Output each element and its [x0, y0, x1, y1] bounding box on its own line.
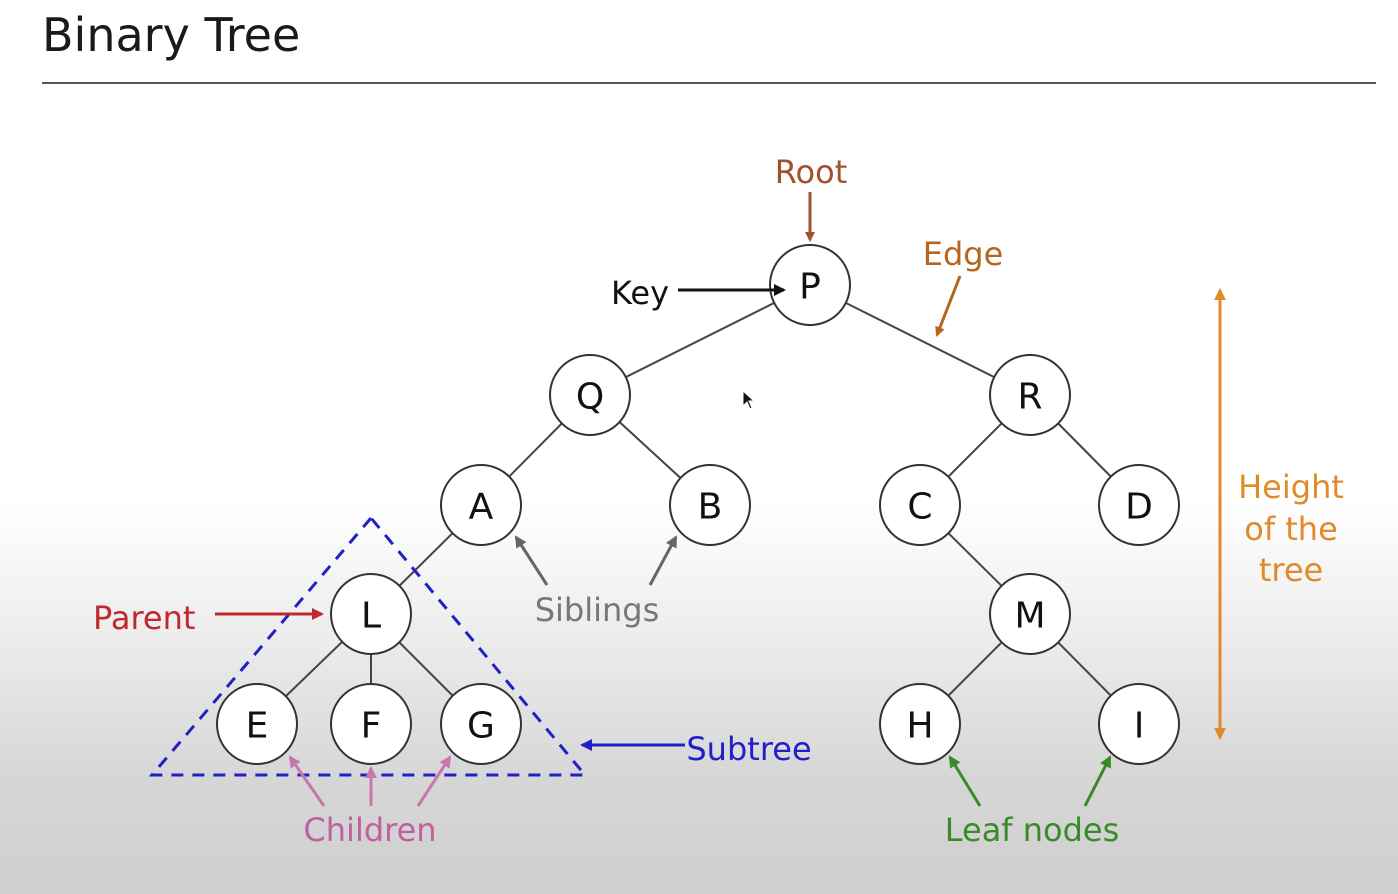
children-label: Children — [303, 811, 436, 849]
title-divider — [42, 82, 1376, 84]
height-label-line3: tree — [1259, 551, 1323, 589]
leaf-arrow-h — [948, 755, 982, 807]
height-label-line2: of the — [1244, 510, 1338, 548]
node-label-h: H — [906, 706, 933, 747]
node-d: D — [1098, 464, 1180, 546]
node-l: L — [330, 573, 412, 655]
node-label-l: L — [361, 596, 381, 637]
height-label-line1: Height — [1238, 468, 1344, 506]
children-arrow-g — [416, 755, 452, 807]
parent-label: Parent — [93, 599, 195, 637]
node-g: G — [440, 683, 522, 765]
node-label-p: P — [799, 267, 821, 308]
node-label-q: Q — [576, 377, 604, 418]
node-m: M — [989, 573, 1071, 655]
tree-nodes: P Q R A B C D L — [216, 244, 1180, 765]
node-q: Q — [549, 354, 631, 436]
node-c: C — [879, 464, 961, 546]
node-h: H — [879, 683, 961, 765]
leaf-arrow-i — [1083, 755, 1112, 807]
key-label: Key — [611, 274, 669, 312]
node-label-e: E — [246, 706, 269, 747]
node-i: I — [1098, 683, 1180, 765]
node-label-b: B — [698, 487, 723, 528]
siblings-label: Siblings — [535, 591, 660, 629]
node-p: P — [769, 244, 851, 326]
node-label-i: I — [1134, 706, 1145, 747]
node-a: A — [440, 464, 522, 546]
children-arrow-e — [288, 755, 326, 807]
node-r: R — [989, 354, 1071, 436]
node-label-a: A — [469, 487, 494, 528]
subtree-label: Subtree — [686, 730, 811, 768]
mouse-cursor-icon — [742, 389, 756, 410]
node-label-d: D — [1125, 487, 1153, 528]
node-label-r: R — [1017, 377, 1042, 418]
siblings-arrow-a — [514, 535, 549, 586]
node-label-m: M — [1014, 596, 1045, 637]
siblings-arrow-b — [648, 535, 678, 586]
edge-arrow — [935, 275, 962, 337]
node-b: B — [669, 464, 751, 546]
edge-label: Edge — [923, 235, 1004, 273]
node-f: F — [330, 683, 412, 765]
page-title: Binary Tree — [42, 8, 301, 62]
node-label-c: C — [907, 487, 932, 528]
node-e: E — [216, 683, 298, 765]
root-label: Root — [775, 153, 848, 191]
node-label-f: F — [361, 706, 382, 747]
node-label-g: G — [467, 706, 495, 747]
leaf-nodes-label: Leaf nodes — [945, 811, 1120, 849]
